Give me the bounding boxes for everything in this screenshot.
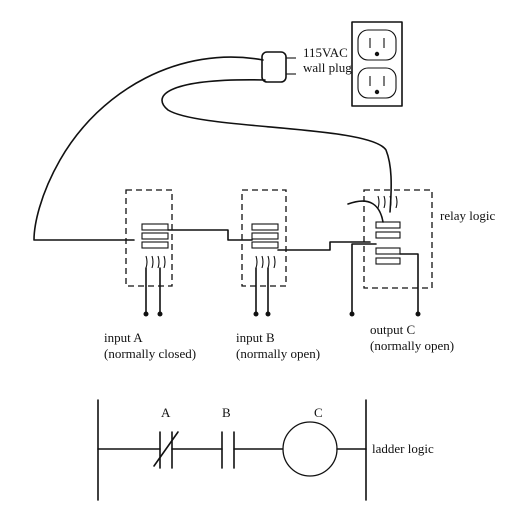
wall-plug — [261, 51, 296, 83]
wire-b-to-c — [277, 241, 371, 251]
ladder-label-a: A — [161, 405, 171, 420]
ladder-logic-label: ladder logic — [372, 441, 434, 456]
contact-a-nc-slash — [153, 431, 179, 467]
input-a-box — [125, 189, 173, 287]
ladder-label-c: C — [314, 405, 323, 420]
input-b-switch — [251, 223, 279, 317]
cord-right — [161, 79, 392, 213]
wire-a-to-b — [167, 229, 253, 241]
input-b-box — [241, 189, 287, 287]
cord-left — [33, 56, 264, 241]
input-a-switch — [141, 223, 169, 317]
input-b-label-2: (normally open) — [236, 346, 320, 361]
plug-label-2: wall plug — [303, 60, 352, 75]
output-c-label-2: (normally open) — [370, 338, 454, 353]
input-a-label-2: (normally closed) — [104, 346, 196, 361]
output-c-box — [363, 189, 433, 289]
input-b-label-1: input B — [236, 330, 275, 345]
coil-c — [282, 421, 338, 477]
relay-logic-label: relay logic — [440, 208, 495, 223]
coil-return-wire — [347, 200, 384, 223]
output-c-label-1: output C — [370, 322, 415, 337]
output-c-relay — [349, 195, 421, 317]
plug-label-1: 115VAC — [303, 45, 348, 60]
input-a-label-1: input A — [104, 330, 143, 345]
wall-outlet — [351, 21, 403, 107]
ladder-label-b: B — [222, 405, 231, 420]
ladder-diagram — [97, 399, 367, 501]
